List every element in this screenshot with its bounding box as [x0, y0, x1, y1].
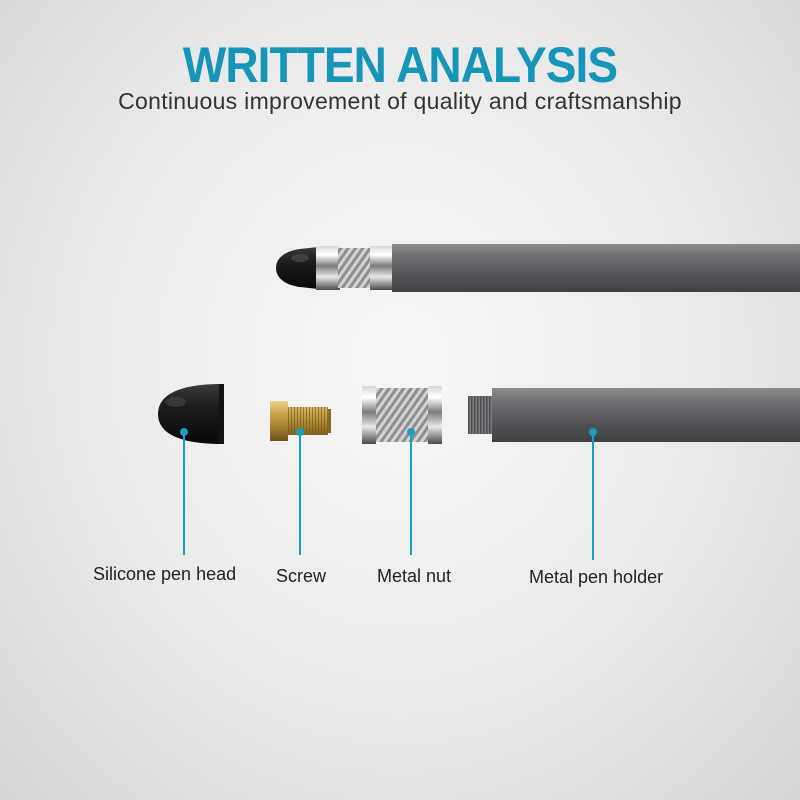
label-screw: Screw [276, 566, 327, 586]
assembled-knurl [338, 248, 372, 288]
callouts [180, 428, 597, 560]
assembled-tip [276, 247, 318, 289]
screw [270, 401, 331, 441]
assembled-barrel [392, 244, 800, 292]
label-silicone-pen-head: Silicone pen head [93, 564, 237, 584]
assembled-chrome-ring-left [316, 246, 340, 290]
label-metal-nut: Metal nut [377, 566, 452, 586]
page-title: WRITTEN ANALYSIS [182, 37, 618, 93]
assembled-chrome-ring-right [370, 246, 394, 290]
page-subtitle: Continuous improvement of quality and cr… [118, 88, 682, 114]
metal-nut [362, 386, 442, 444]
metal-pen-holder [468, 388, 800, 442]
silicone-pen-head [158, 384, 224, 444]
assembled-stylus [276, 244, 800, 292]
label-metal-pen-holder: Metal pen holder [529, 567, 664, 587]
